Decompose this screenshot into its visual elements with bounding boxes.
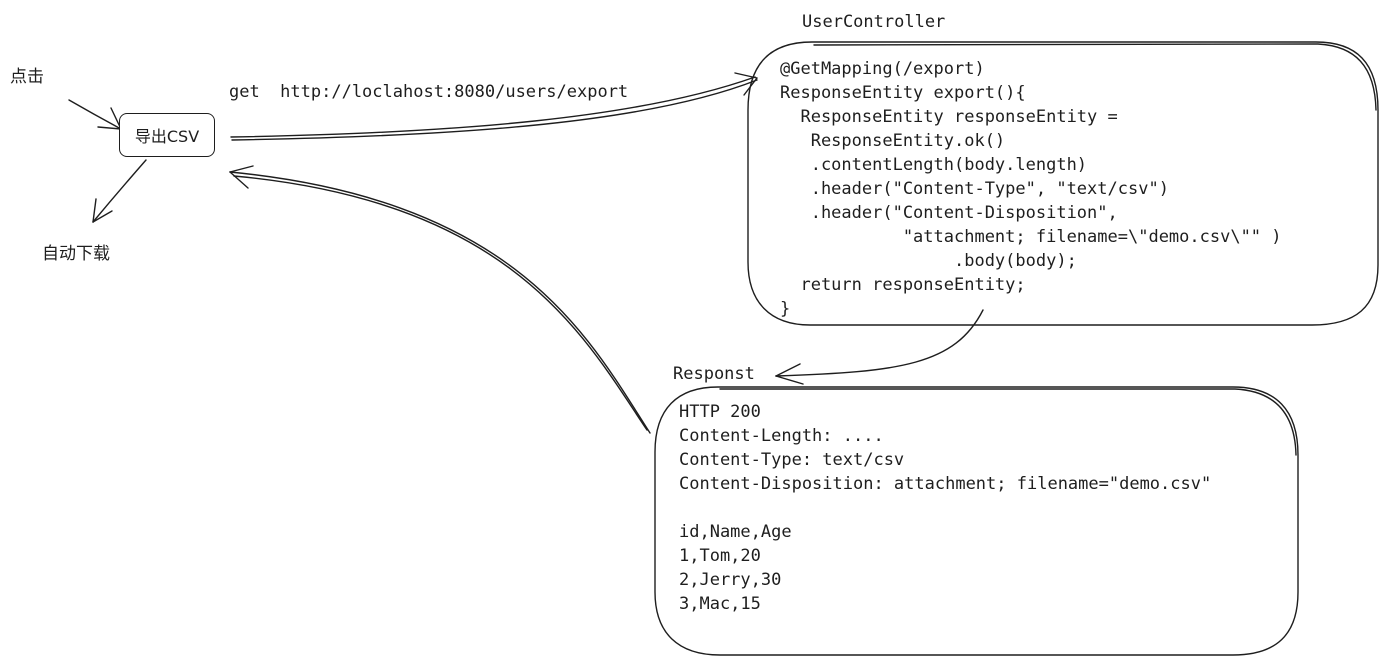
code-line: ResponseEntity export(){ — [780, 83, 1026, 103]
response-line: Content-Type: text/csv — [679, 450, 905, 470]
response-box — [654, 386, 1299, 656]
response-line: id,Name,Age — [679, 522, 792, 542]
controller-title: UserController — [802, 12, 946, 32]
code-line: .contentLength(body.length) — [780, 155, 1088, 175]
return-arrow — [229, 165, 651, 434]
code-line: "attachment; filename=\"demo.csv\"" ) — [780, 227, 1282, 247]
click-label: 点击 — [10, 67, 44, 87]
code-line: @GetMapping(/export) — [780, 59, 985, 79]
code-line: .header("Content-Type", "text/csv") — [780, 179, 1169, 199]
code-line: ResponseEntity responseEntity = — [780, 107, 1118, 127]
request-url-label: get http://loclahost:8080/users/export — [229, 82, 629, 102]
response-line: HTTP 200 — [679, 402, 761, 422]
code-line: .body(body); — [780, 251, 1077, 271]
response-line: Content-Length: .... — [679, 426, 884, 446]
response-line: 2,Jerry,30 — [679, 570, 782, 590]
auto-download-label: 自动下载 — [42, 244, 110, 264]
controller-code: @GetMapping(/export) ResponseEntity expo… — [780, 57, 1282, 321]
response-line: 1,Tom,20 — [679, 546, 761, 566]
code-line: } — [780, 299, 791, 319]
click-arrow — [68, 99, 122, 130]
response-line: 3,Mac,15 — [679, 594, 761, 614]
request-arrow — [230, 72, 758, 141]
code-line: .header("Content-Disposition", — [780, 203, 1118, 223]
response-title: Responst — [673, 364, 755, 384]
export-csv-button[interactable]: 导出CSV — [119, 113, 215, 157]
response-body: HTTP 200 Content-Length: .... Content-Ty… — [679, 400, 1211, 616]
response-arrow — [775, 309, 984, 385]
code-line: return responseEntity; — [780, 275, 1026, 295]
download-arrow — [92, 159, 147, 223]
controller-box — [747, 41, 1379, 326]
code-line: ResponseEntity.ok() — [780, 131, 1006, 151]
response-line: Content-Disposition: attachment; filenam… — [679, 474, 1212, 494]
